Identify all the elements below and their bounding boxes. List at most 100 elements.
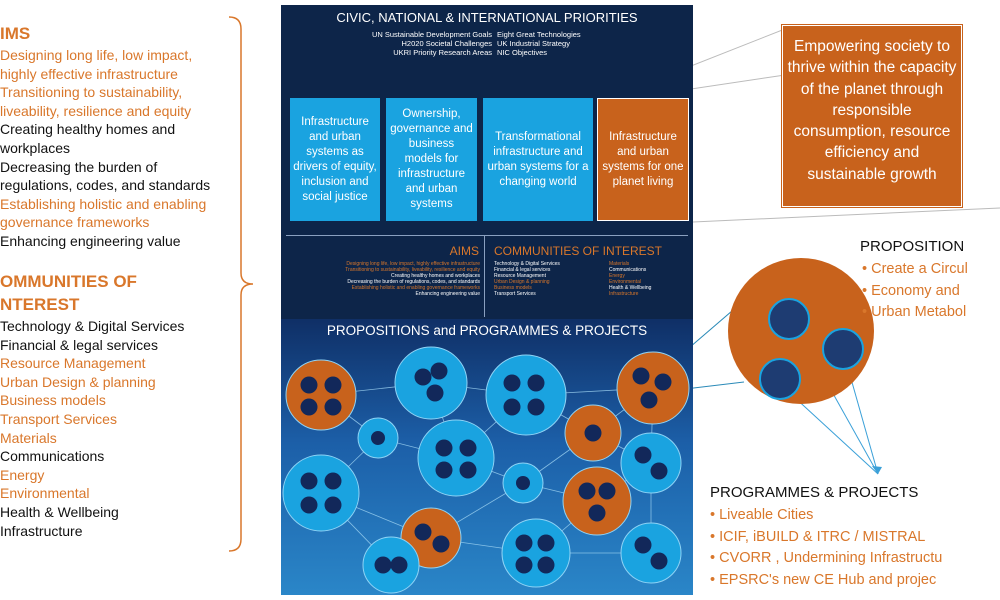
- blue-bubble: [502, 462, 544, 504]
- bubble-dot: [527, 374, 545, 392]
- aims-left-item: Establishing holistic and enabling: [0, 195, 207, 212]
- bubble-dot: [324, 398, 342, 416]
- aims-label: AIMS: [449, 244, 479, 258]
- orange-bubble: [285, 359, 357, 431]
- aims-left-item: governance frameworks: [0, 214, 150, 231]
- bubble-dot: [584, 424, 602, 442]
- bubble-dot: [324, 376, 342, 394]
- aims-small-list: Designing long life, low impact, highly …: [286, 261, 480, 297]
- aims-left-item: workplaces: [0, 140, 71, 156]
- coi-left-item: Materials: [0, 429, 57, 446]
- blue-bubble: [620, 522, 682, 584]
- box-equity-inclusion: Infrastructure and urban systems as driv…: [290, 98, 380, 221]
- coi-left-item: Energy: [0, 466, 45, 483]
- coi-small-item: Financial & legal services: [494, 267, 551, 273]
- coi-left-item: Infrastructure: [0, 522, 83, 539]
- divider: [484, 235, 485, 317]
- bubble-dot: [515, 534, 533, 552]
- programmes-heading: PROGRAMMES & PROJECTS: [710, 484, 919, 501]
- coi-small-item: Business models: [494, 285, 532, 291]
- orange-bubble: [562, 466, 632, 536]
- proposition-circle: [728, 258, 874, 404]
- aims-left-item: Transitioning to sustainability,: [0, 84, 183, 101]
- aims-heading: IMS: [0, 24, 31, 43]
- coi-small-item: Resource Management: [494, 273, 546, 279]
- coi-left-item: Business models: [0, 392, 106, 409]
- priority-item: UN Sustainable Development Goals: [371, 30, 492, 39]
- aims-small-item: Decreasing the burden of regulations, co…: [347, 279, 480, 285]
- aims-left-item: liveability, resilience and equity: [0, 102, 192, 119]
- coi-left-item: Health & Wellbeing: [0, 504, 119, 520]
- proposition-heading: PROPOSITION: [860, 238, 965, 255]
- bubble-dot: [414, 368, 432, 386]
- proposition-item: • Urban Metabol: [862, 304, 967, 320]
- bubble-dot: [537, 534, 555, 552]
- central-panel: CIVIC, NATIONAL & INTERNATIONAL PRIORITI…: [281, 5, 693, 595]
- aims-left-item: Creating healthy homes and: [0, 121, 176, 138]
- proposition-item: • Economy and: [862, 282, 960, 299]
- curly-bracket: [228, 16, 254, 552]
- network-diagram: [282, 346, 690, 594]
- bubble-dot: [654, 373, 672, 391]
- priorities-left-list: UN Sustainable Development Goals H2020 S…: [297, 30, 492, 57]
- bubble-dot: [324, 496, 342, 514]
- aims-small-item: Creating healthy homes and workplaces: [391, 273, 480, 279]
- bubble-dot: [578, 482, 596, 500]
- coi-left-item: Resource Management: [0, 355, 146, 372]
- bubble-dot: [588, 504, 606, 522]
- bubble-dot: [632, 367, 650, 385]
- box-one-planet-living: Infrastructure and urban systems for one…: [597, 98, 689, 221]
- bubble-dot: [459, 439, 477, 457]
- bubble-dot: [503, 398, 521, 416]
- bubble-dot: [459, 461, 477, 479]
- bubble-dot: [516, 476, 530, 490]
- coi-left-item: Urban Design & planning: [0, 373, 156, 390]
- coi-small-item: Technology & Digital Services: [494, 261, 560, 267]
- bubble-dot: [650, 552, 668, 570]
- coi-small-item: Energy: [609, 273, 625, 279]
- priority-item: UK Industrial Strategy: [497, 39, 570, 48]
- blue-bubble: [620, 432, 682, 494]
- programmes-label: PROPOSITIONS and PROGRAMMES & PROJECTS: [326, 323, 648, 338]
- coi-small-item: Environmental: [609, 279, 641, 285]
- coi-small-item: Transport Services: [494, 291, 536, 297]
- bubble-dot: [435, 439, 453, 457]
- bubbles-group: [282, 346, 690, 594]
- programme-item: • Liveable Cities: [710, 507, 814, 523]
- coi-heading-line2: NTEREST: [0, 295, 80, 314]
- bubble-dot: [300, 376, 318, 394]
- box-ownership-governance: Ownership, governance and business model…: [386, 98, 477, 221]
- priority-item: Eight Great Technologies: [497, 30, 581, 39]
- bubble-dot: [430, 362, 448, 380]
- coi-heading-line1: OMMUNITIES OF: [0, 272, 137, 291]
- bubble-dot: [537, 556, 555, 574]
- coi-small-item: Infrastructure: [609, 291, 639, 297]
- bubble-dot: [414, 523, 432, 541]
- blue-bubble: [282, 454, 360, 532]
- callout-box: Empowering society to thrive within the …: [782, 25, 962, 207]
- coi-left-item: Environmental: [0, 485, 90, 502]
- blue-bubble: [394, 346, 468, 420]
- blue-bubble: [485, 354, 567, 436]
- priority-item: H2020 Societal Challenges: [401, 39, 492, 48]
- aims-left-item: regulations, codes, and standards: [0, 177, 211, 194]
- bubble-dot: [426, 384, 444, 402]
- bubble-dot: [503, 374, 521, 392]
- coi-label: COMMUNITIES OF INTEREST: [494, 244, 662, 258]
- coi-small-item: Urban Design & planning: [494, 279, 550, 285]
- bubble-dot: [598, 482, 616, 500]
- bubble-dot: [634, 446, 652, 464]
- coi-left-item: Financial & legal services: [0, 336, 158, 353]
- coi-small-item: Materials: [609, 261, 630, 267]
- orange-bubble: [564, 404, 622, 462]
- divider: [286, 235, 688, 236]
- priority-item: NIC Objectives: [497, 48, 548, 57]
- blue-bubble: [362, 536, 420, 594]
- aims-left-item: Enhancing engineering value: [0, 233, 181, 249]
- blue-bubble: [357, 417, 399, 459]
- coi-left-item: Technology & Digital Services: [0, 318, 185, 334]
- bubble-dot: [300, 496, 318, 514]
- priorities-title: CIVIC, NATIONAL & INTERNATIONAL PRIORITI…: [336, 10, 638, 25]
